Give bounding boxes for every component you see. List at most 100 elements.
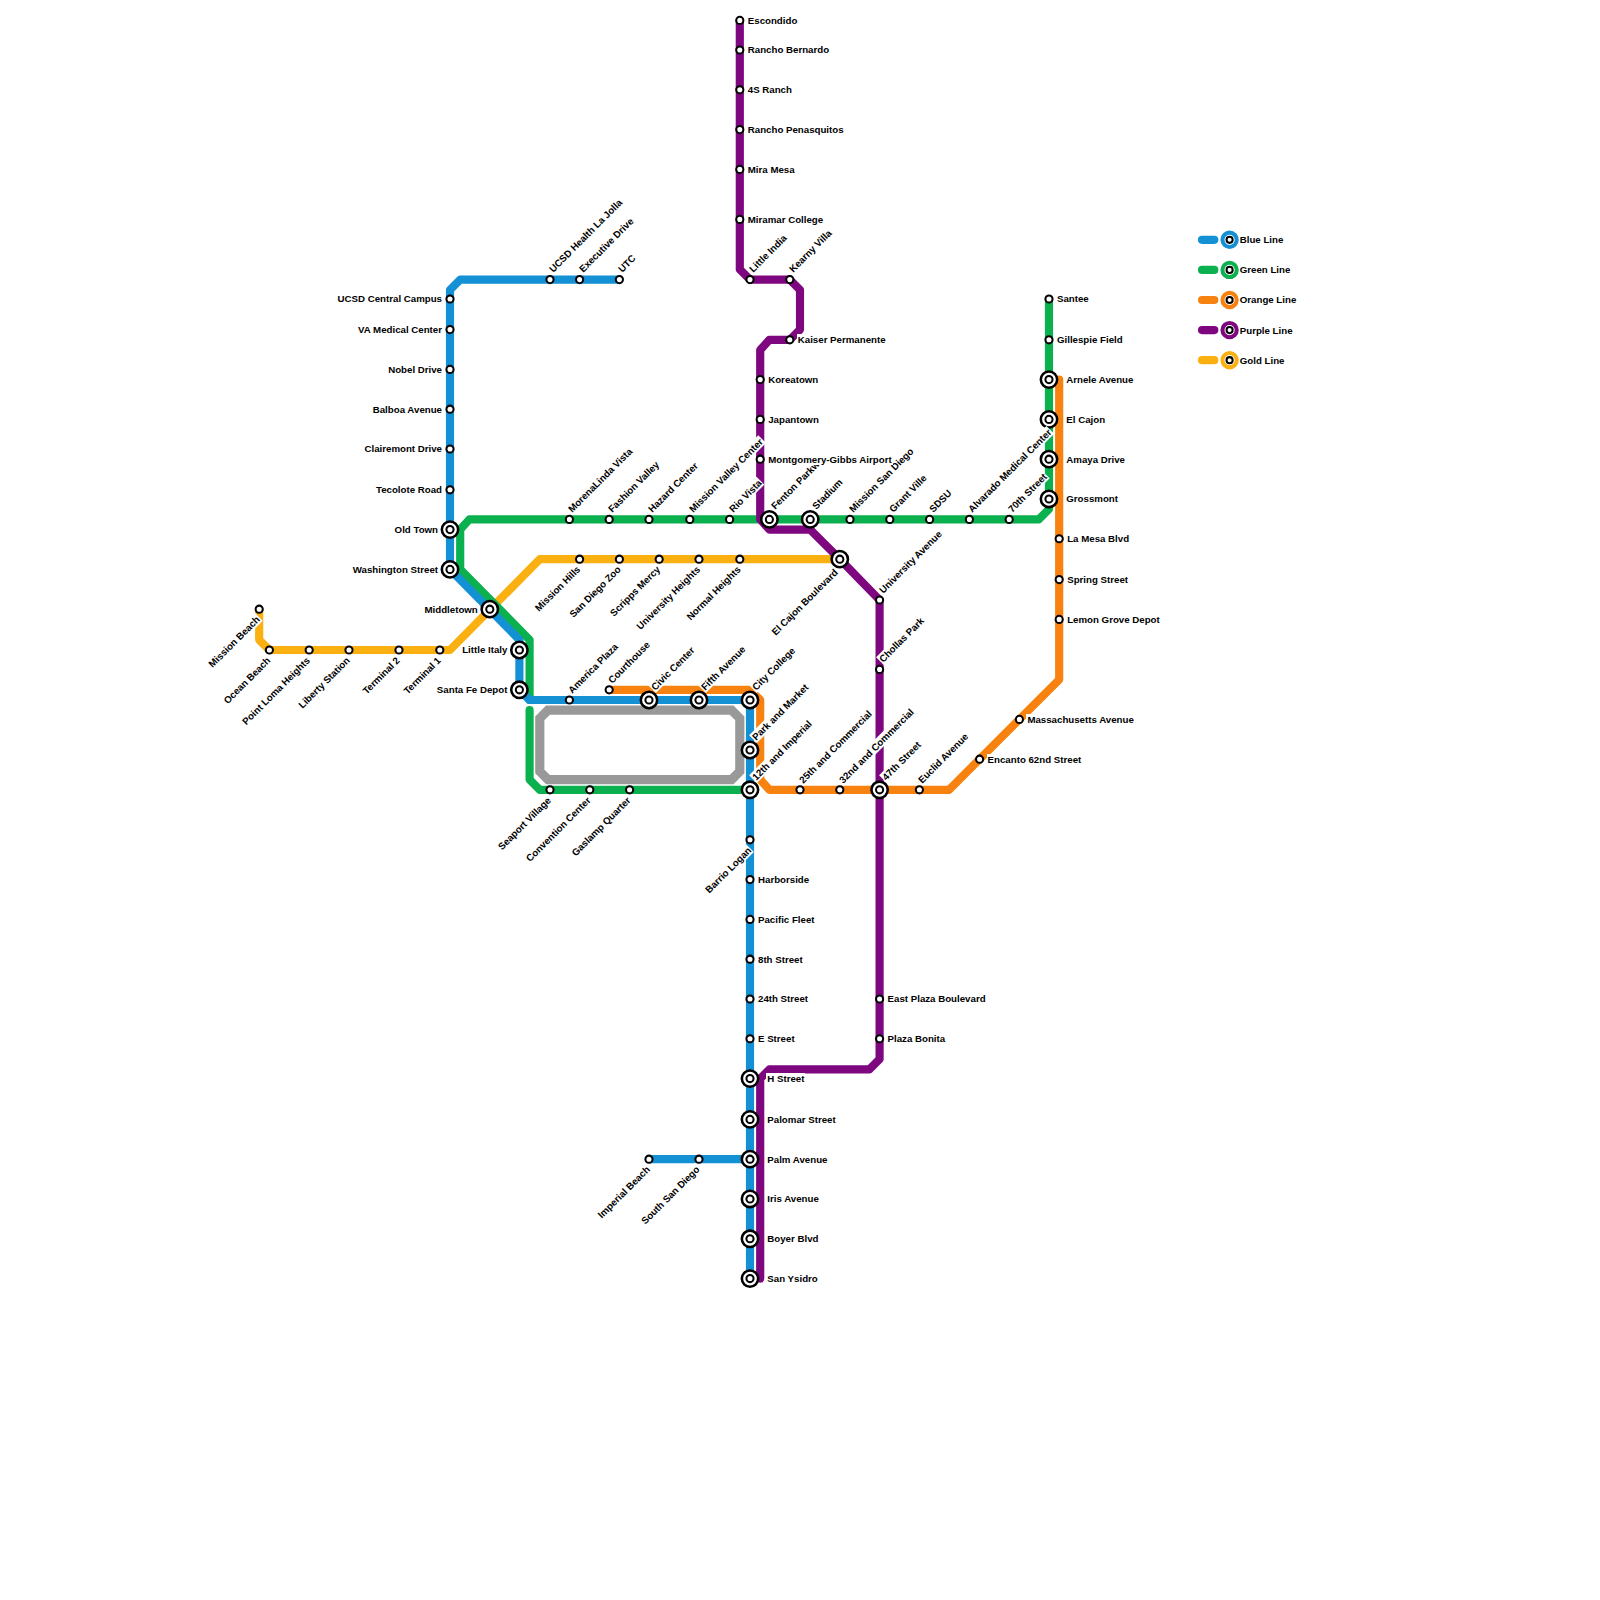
station-marker [746,276,753,283]
interchange-marker-inner [1045,416,1052,423]
interchange-marker [1041,411,1057,427]
station-marker [686,516,693,523]
station-marker [876,995,883,1002]
route-line [530,710,750,790]
station-label: La Mesa Blvd [1066,533,1130,544]
station-label: Koreatown [767,374,819,385]
station-label: 4S Ranch [747,84,793,95]
station-label: Amaya Drive [1065,454,1126,465]
station-marker [266,646,273,653]
station-label: Lemon Grove Depot [1066,614,1161,625]
station-marker [576,556,583,563]
station-marker [656,556,663,563]
station-label: Washington Street [352,564,439,575]
station-marker [695,556,702,563]
legend-swatch [1202,296,1214,304]
station-label: Montgomery-Gibbs Airport [767,454,892,465]
station-marker [726,516,733,523]
station-label: Arnele Avenue [1065,374,1134,385]
station-label: Spring Street [1066,574,1129,585]
station-label: Nobel Drive [387,364,443,375]
station-marker [546,786,553,793]
interchange-marker-inner [807,516,814,523]
legend-ring [1222,293,1236,307]
station-marker [446,366,453,373]
interchange-marker-inner [446,526,453,533]
station-marker [966,516,973,523]
station-label: Clairemont Drive [363,443,443,454]
station-label: UTC [615,252,638,275]
station-marker [626,786,633,793]
route-line [460,299,1049,700]
interchange-marker [691,692,707,708]
station-label: Iris Avenue [766,1193,820,1204]
station-marker [916,786,923,793]
legend-ring [1222,353,1236,367]
station-marker [1056,576,1063,583]
station-marker [446,326,453,333]
legend-text: Blue Line [1239,234,1285,245]
interchange-marker-inner [516,646,523,653]
interchange-marker-inner [746,1156,753,1163]
legend-swatch [1202,356,1214,364]
legend-text: Orange Line [1239,294,1298,305]
station-marker [746,876,753,883]
station-marker [736,17,743,24]
station-marker [746,916,753,923]
station-marker [736,126,743,133]
interchange-marker [742,742,758,758]
station-marker [836,786,843,793]
interchange-marker [761,511,777,527]
station-label: Mira Mesa [747,164,796,175]
legend-swatch [1202,266,1214,274]
station-label: VA Medical Center [357,324,443,335]
legend-ring [1222,233,1236,247]
interchange-marker [1041,371,1057,387]
station-label: Encanto 62nd Street [987,754,1083,765]
route-line [649,1155,750,1163]
station-marker [1056,616,1063,623]
station-label: Civic Center [648,644,697,693]
station-label: 24th Street [757,993,809,1004]
station-label: Santa Fe Depot [436,684,509,695]
interchange-marker [742,782,758,798]
station-marker [606,686,613,693]
station-label: Mission Beach [206,613,263,670]
station-marker [786,336,793,343]
station-label: Old Town [394,524,439,535]
station-marker [1016,716,1023,723]
station-marker [736,216,743,223]
station-marker [606,516,613,523]
station-marker [876,596,883,603]
station-marker [736,166,743,173]
station-marker [926,516,933,523]
interchange-marker-inner [1045,376,1052,383]
legend-dot [1227,357,1233,363]
station-label: Balboa Avenue [372,404,443,415]
station-label: Little Italy [461,644,508,655]
interchange-marker-inner [876,786,883,793]
station-marker [446,295,453,302]
station-label: Escondido [747,15,799,26]
legend-swatch [1202,326,1214,334]
station-marker [846,516,853,523]
station-label: Kaiser Permanente [797,334,887,345]
interchange-marker-inner [836,556,843,563]
station-marker [616,276,623,283]
station-label: Middletown [424,604,479,615]
station-marker [645,516,652,523]
station-marker [395,646,402,653]
interchange-marker [442,561,458,577]
legend-swatch [1202,236,1214,244]
station-marker [796,786,803,793]
interchange-marker-inner [746,1195,753,1202]
station-marker [876,666,883,673]
station-label: Gillespie Field [1056,334,1124,345]
station-marker [786,276,793,283]
legend-text: Gold Line [1239,355,1286,366]
interchange-marker-inner [746,1116,753,1123]
station-marker [616,556,623,563]
station-label: Japantown [767,414,820,425]
station-marker [736,86,743,93]
interchange-marker-inner [766,516,773,523]
